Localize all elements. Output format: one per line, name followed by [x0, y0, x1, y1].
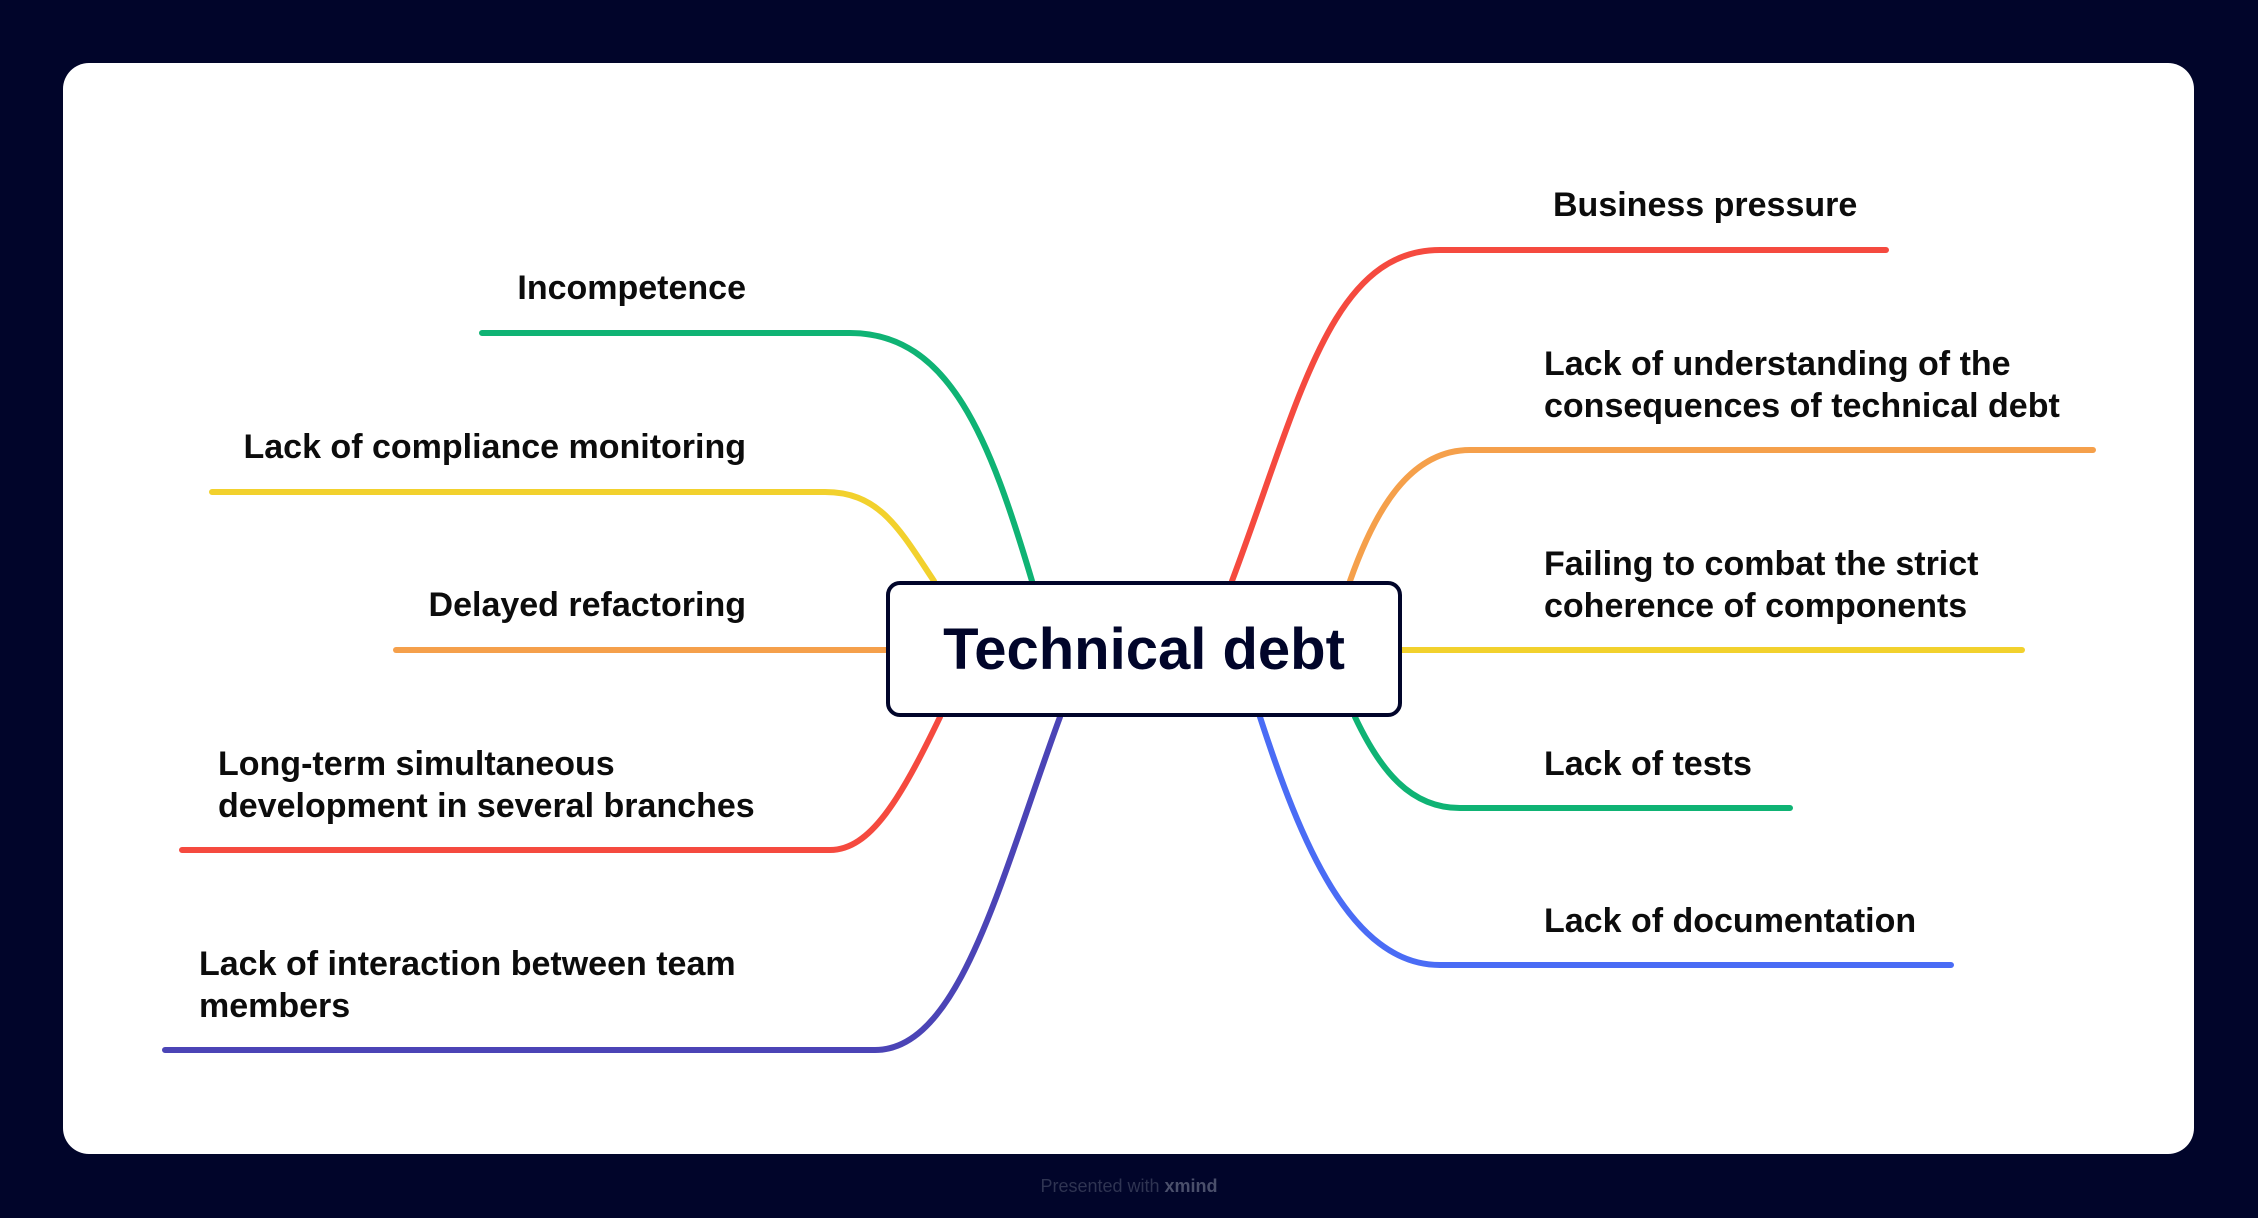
branch-label-lack-of-documentation[interactable]: Lack of documentation: [1544, 902, 1917, 940]
central-topic[interactable]: Technical debt: [886, 581, 1402, 717]
xmind-brand[interactable]: xmind: [1164, 1176, 1218, 1196]
branch-label-incompetence[interactable]: Incompetence: [517, 269, 746, 307]
branch-label-long-term-development[interactable]: Long-term simultaneous development in se…: [218, 745, 755, 825]
branch-label-business-pressure[interactable]: Business pressure: [1553, 186, 1858, 224]
connector-lack-of-tests: [1352, 714, 1793, 811]
connector-long-term-development: [179, 714, 943, 853]
connector-lack-of-understanding: [1347, 447, 2096, 584]
branch-label-lack-of-tests[interactable]: Lack of tests: [1544, 745, 1752, 783]
connector-lack-of-documentation: [1257, 714, 1954, 968]
branch-label-lack-of-understanding[interactable]: Lack of understanding of the consequence…: [1544, 345, 2060, 425]
branch-label-delayed-refactoring[interactable]: Delayed refactoring: [428, 586, 746, 624]
footer-credit: Presented with xmind: [0, 1176, 2258, 1197]
branch-label-failing-to-combat[interactable]: Failing to combat the strict coherence o…: [1544, 545, 1979, 625]
connector-lack-of-interaction: [162, 714, 1063, 1053]
branch-label-lack-of-compliance-monitoring[interactable]: Lack of compliance monitoring: [243, 428, 746, 466]
branch-label-lack-of-interaction[interactable]: Lack of interaction between team members: [199, 945, 736, 1025]
connector-lack-of-compliance-monitoring: [209, 489, 937, 584]
central-topic-label: Technical debt: [943, 616, 1345, 682]
connector-business-pressure: [1229, 247, 1889, 584]
footer-prefix: Presented with: [1040, 1176, 1160, 1196]
connector-incompetence: [479, 330, 1035, 584]
